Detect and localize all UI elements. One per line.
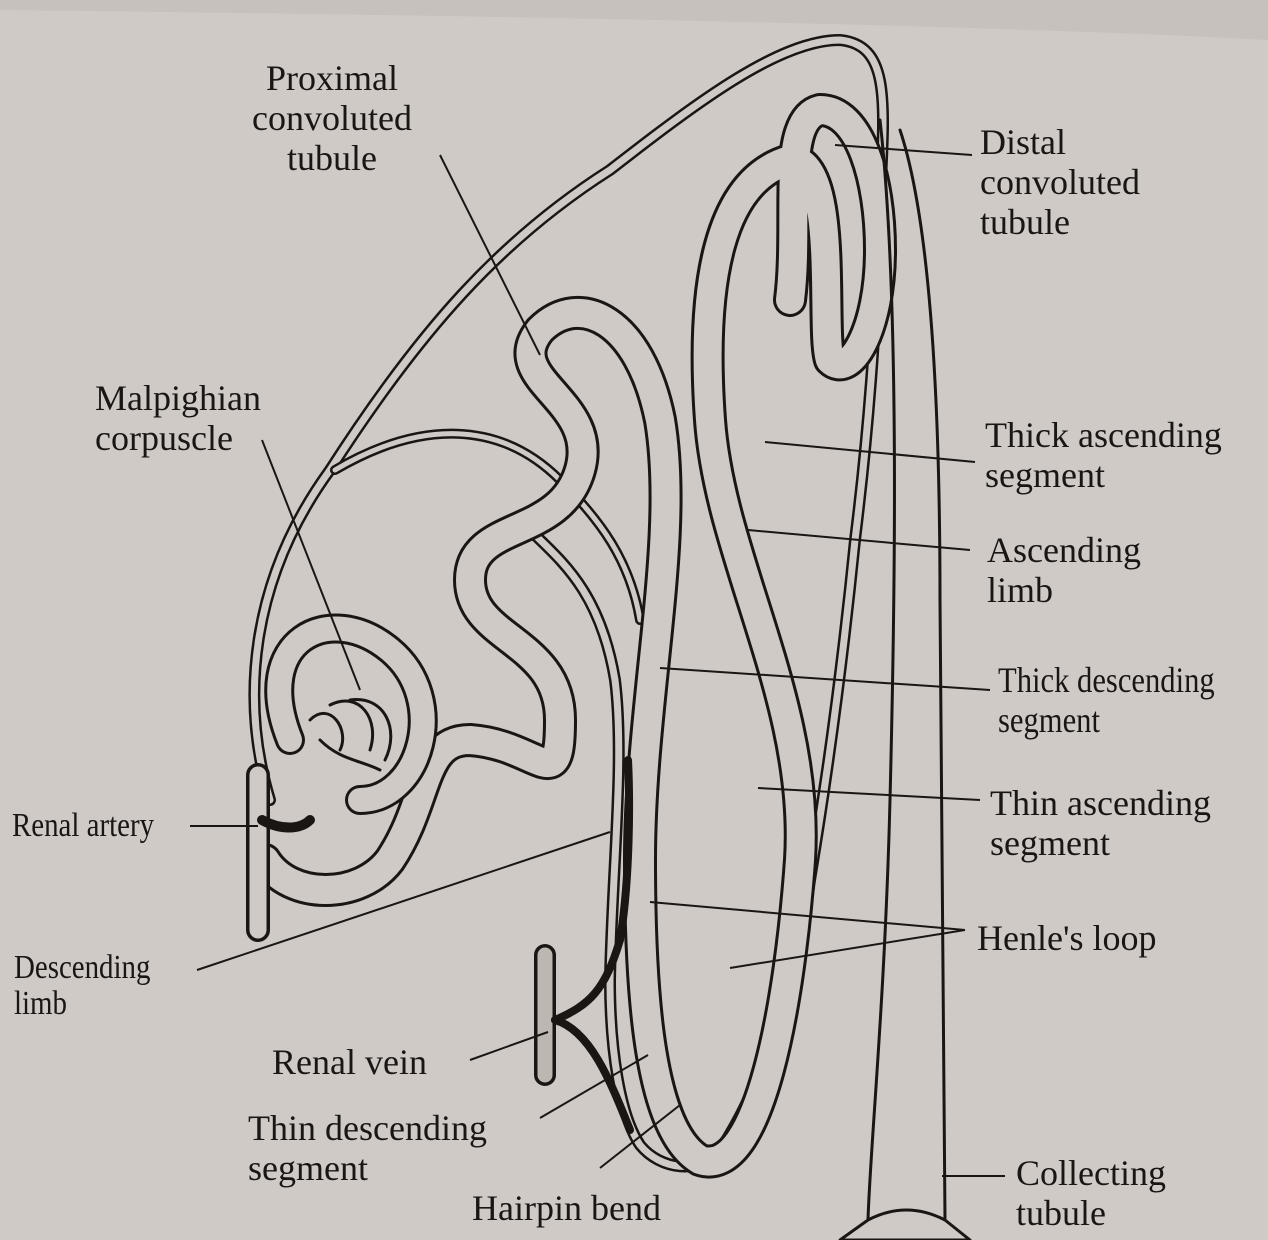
collecting-tubule [840, 120, 970, 1240]
label-thick-descending-segment: Thick descending segment [998, 660, 1215, 740]
label-collecting-tubule: Collecting tubule [1016, 1153, 1166, 1233]
label-thin-descending-segment: Thin descending segment [248, 1108, 487, 1188]
leader-proximal [440, 155, 540, 355]
malpighian-corpuscle [279, 628, 422, 800]
label-renal-artery: Renal artery [12, 808, 154, 844]
label-distal-convoluted-tubule: Distal convoluted tubule [980, 122, 1140, 242]
label-renal-vein: Renal vein [272, 1042, 427, 1082]
page-edge-shadow [0, 0, 1268, 40]
label-thin-ascending-segment: Thin ascending segment [990, 783, 1211, 863]
leader-thin-descending [540, 1055, 648, 1118]
label-ascending-limb: Ascending limb [987, 530, 1141, 610]
label-descending-limb: Descending limb [14, 950, 150, 1022]
label-thick-ascending-segment: Thick ascending segment [985, 415, 1222, 495]
label-proximal-convoluted-tubule: Proximal convoluted tubule [252, 58, 412, 178]
renal-artery-vessel [258, 775, 310, 930]
label-hairpin-bend: Hairpin bend [472, 1188, 661, 1228]
label-henles-loop: Henle's loop [977, 918, 1156, 958]
label-malpighian-corpuscle: Malpighian corpuscle [95, 378, 261, 458]
leader-henles-loop-b [730, 930, 965, 968]
